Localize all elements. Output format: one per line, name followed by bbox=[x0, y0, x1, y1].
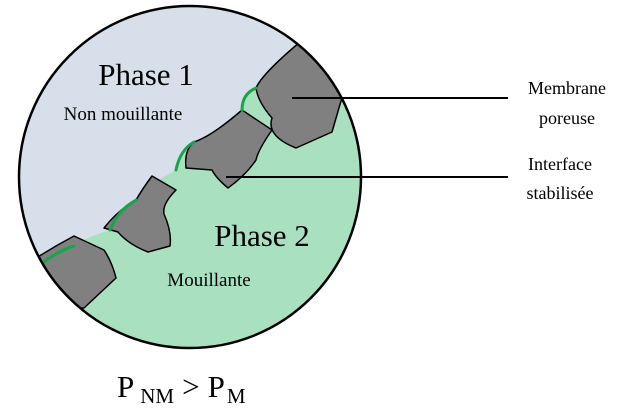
phase-1-subtitle: Non mouillante bbox=[64, 104, 183, 125]
inequality-operator: > bbox=[182, 369, 199, 404]
lhs-pressure: P bbox=[117, 369, 134, 404]
lhs-subscript: NM bbox=[140, 384, 174, 408]
rhs-pressure: P bbox=[208, 369, 225, 404]
phase-2-subtitle: Mouillante bbox=[167, 270, 250, 291]
rhs-subscript: M bbox=[227, 384, 246, 408]
phase-2-title: Phase 2 bbox=[214, 218, 310, 253]
membrane-label-line-2: poreuse bbox=[539, 108, 595, 128]
interface-meniscus-5 bbox=[20, 290, 26, 304]
phase-1-title: Phase 1 bbox=[98, 57, 194, 92]
interface-label-line-1: Interface bbox=[528, 154, 592, 174]
membrane-label-line-1: Membrane bbox=[528, 78, 606, 98]
interface-label-line-2: stabilisée bbox=[527, 183, 594, 203]
